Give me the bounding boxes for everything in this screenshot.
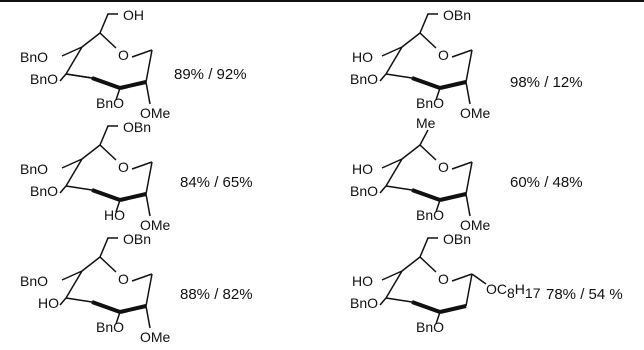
structure-3-upper-left-label: BnO (20, 161, 48, 177)
structure-6-low-mid-label: BnO (416, 319, 444, 335)
top-rule (0, 0, 644, 2)
structure-3-low-mid-label: HO (104, 207, 125, 223)
structure-3-ring-oxygen: O (118, 159, 129, 175)
structure-5-anomeric-label: OMe (140, 329, 171, 345)
structure-6-anomeric-sub2: 17 (525, 285, 541, 301)
structure-6-upper-left-label: HO (352, 273, 373, 289)
structure-4-top-label: Me (416, 115, 436, 131)
structure-2-low-mid-label: BnO (416, 95, 444, 111)
structure-5-low-mid-label: BnO (96, 319, 124, 335)
structure-6-anomeric-main: OC (486, 281, 507, 297)
structure-6-ring-oxygen: O (438, 271, 449, 287)
structure-1-ring-oxygen: O (118, 47, 129, 63)
structure-6-anomeric-mid: H (515, 281, 525, 297)
structure-3: OBn O BnO BnO HO OMe (20, 119, 171, 233)
structure-5: OBn O BnO HO BnO OMe (20, 231, 171, 345)
structure-1-top-label: OH (123, 7, 144, 23)
structure-1-anomeric-label: OMe (140, 105, 171, 121)
structure-6: OBn O HO BnO BnO OC8H17 (350, 231, 541, 335)
structure-2-mid-left-label: BnO (350, 71, 378, 87)
structure-5-upper-left-label: BnO (20, 273, 48, 289)
structure-2: OBn O HO BnO BnO OMe (350, 7, 491, 121)
structure-5-ring-oxygen: O (118, 271, 129, 287)
yield-4: 60% / 48% (510, 174, 583, 191)
structure-2-anomeric-label: OMe (460, 105, 491, 121)
structure-4-low-mid-label: BnO (416, 207, 444, 223)
structure-4-ring-oxygen: O (438, 159, 449, 175)
yield-5: 88% / 82% (180, 286, 253, 303)
structure-2-ring-oxygen: O (438, 47, 449, 63)
structure-2-upper-left-label: HO (352, 49, 373, 65)
structure-6-top-label: OBn (443, 231, 471, 247)
structure-6-anomeric-label: OC8H17 (486, 281, 541, 301)
structure-4: Me O HO BnO BnO OMe (350, 115, 491, 233)
yield-1: 89% / 92% (174, 66, 247, 83)
structure-1-mid-left-label: BnO (30, 71, 58, 87)
structure-3-top-label: OBn (123, 119, 151, 135)
structure-2-top-label: OBn (443, 7, 471, 23)
structure-3-anomeric-label: OMe (140, 217, 171, 233)
structure-3-mid-left-label: BnO (30, 183, 58, 199)
structure-4-anomeric-label: OMe (460, 217, 491, 233)
structure-6-anomeric-sub1: 8 (507, 285, 515, 301)
structure-5-mid-left-label: HO (38, 295, 59, 311)
yield-3: 84% / 65% (180, 174, 253, 191)
structure-4-mid-left-label: BnO (350, 183, 378, 199)
structure-4-upper-left-label: HO (352, 161, 373, 177)
structure-1: OH O BnO BnO BnO OMe (20, 7, 171, 121)
structure-6-mid-left-label: BnO (350, 295, 378, 311)
yield-6: 78% / 54 % (546, 286, 623, 303)
structure-5-top-label: OBn (123, 231, 151, 247)
structure-1-low-mid-label: BnO (96, 95, 124, 111)
yield-2: 98% / 12% (510, 74, 583, 91)
structure-1-upper-left-label: BnO (20, 49, 48, 65)
